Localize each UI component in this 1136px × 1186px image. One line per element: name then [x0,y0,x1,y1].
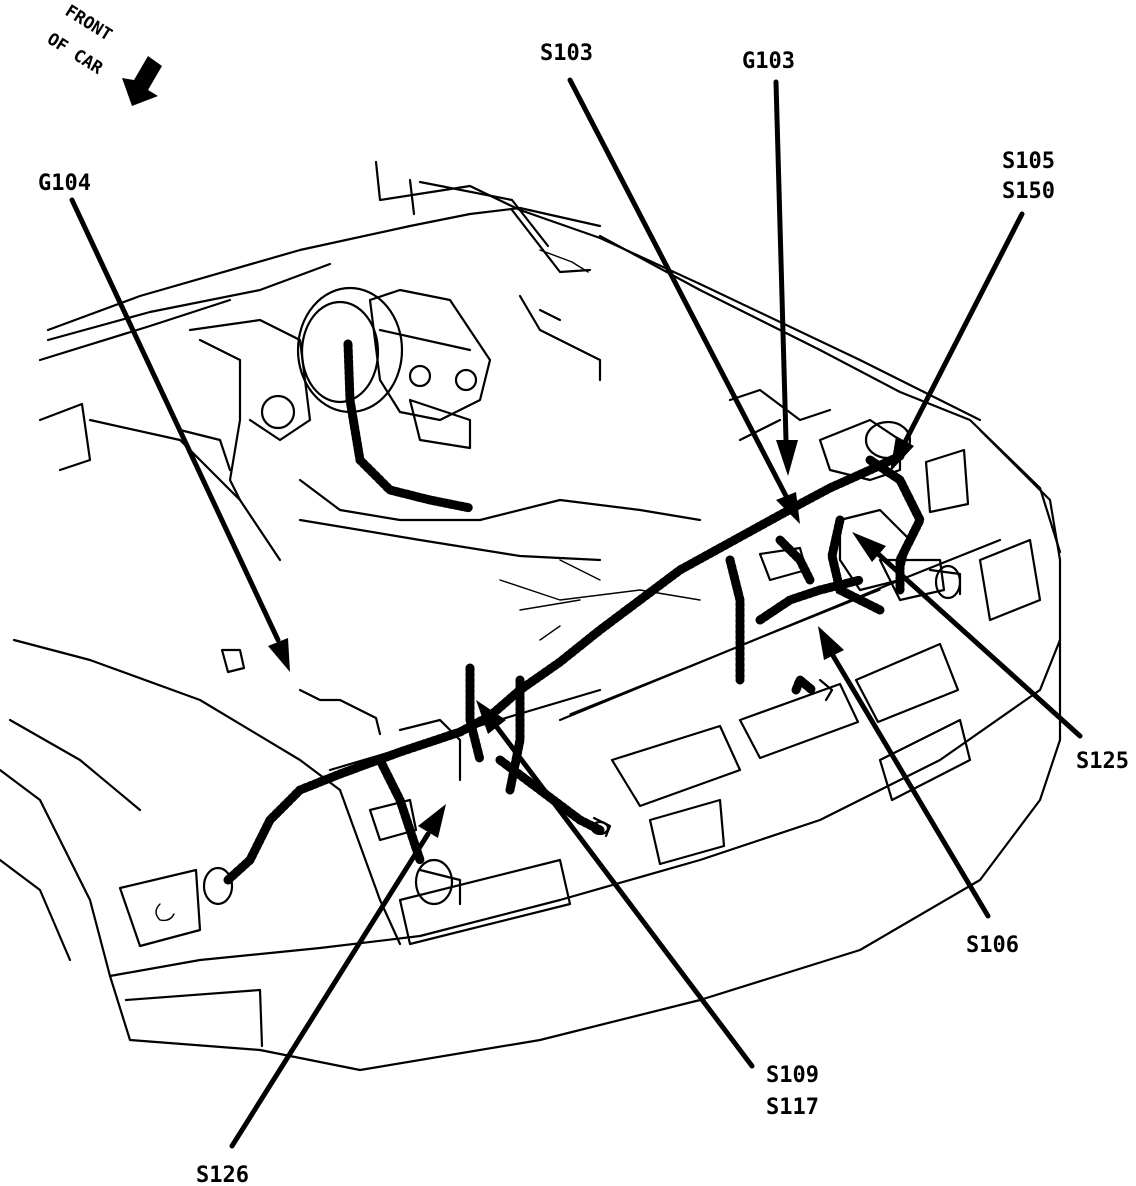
s126-arrow-icon [418,804,446,838]
s109-leader [493,723,755,1069]
s105-leader [901,211,1025,447]
label-s125: S125 [1076,749,1129,774]
s106-leader [829,651,991,919]
s103-leader [567,77,789,499]
leader-lines [69,77,1083,1149]
label-s103: S103 [540,41,593,66]
g103-leader [773,79,789,443]
label-s105: S105 [1002,149,1055,174]
label-s150: S150 [1002,179,1055,204]
label-s106: S106 [966,933,1019,958]
label-s126: S126 [196,1163,249,1186]
label-s117: S117 [766,1095,819,1120]
label-g103: G103 [742,49,795,74]
s125-arrow-icon [852,532,886,562]
s109-arrow-icon [476,700,506,734]
label-g104: G104 [38,171,91,196]
s126-leader [229,831,431,1149]
g103-arrow-icon [776,440,798,476]
label-s109: S109 [766,1063,819,1088]
g104-arrow-icon [268,638,290,672]
engine-bay [88,286,962,906]
wiring-harness [223,339,926,885]
s125-leader [873,549,1083,739]
front-arrow-icon [122,56,162,106]
s106-arrow-icon [818,626,844,660]
s103-arrow-icon [776,492,800,524]
car-body [0,160,1062,1072]
g104-leader [69,197,281,643]
front-of-car-indicator: FRONT OF CAR [43,1,162,106]
callout-labels: G104 S103 G103 S105 S150 S125 S106 S109 … [38,41,1129,1186]
s105-arrow-icon [890,436,914,472]
